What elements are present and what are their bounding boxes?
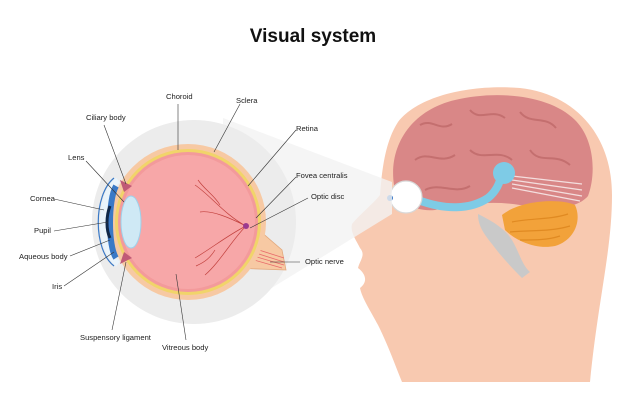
head-eyeball <box>389 180 423 214</box>
cerebellum <box>502 201 578 247</box>
label-optic-nerve: Optic nerve <box>305 257 344 266</box>
optic-disc <box>243 223 249 229</box>
label-choroid: Choroid <box>166 92 193 101</box>
label-fovea-centralis: Fovea centralis <box>296 171 348 180</box>
brain <box>393 95 593 211</box>
label-iris: Iris <box>52 282 62 291</box>
label-vitreous-body: Vitreous body <box>162 343 208 352</box>
label-lens: Lens <box>68 153 85 162</box>
leader-sclera <box>213 103 241 153</box>
label-sclera: Sclera <box>236 96 258 105</box>
blood-vessels <box>194 179 247 276</box>
label-suspensory-ligament: Suspensory ligament <box>80 333 152 342</box>
cornea <box>100 177 121 267</box>
leader-retina <box>247 129 297 187</box>
lens <box>120 195 142 249</box>
leader-ciliary-body <box>103 124 127 185</box>
diagram-title: Visual system <box>249 26 377 47</box>
leader-lines <box>53 103 309 341</box>
label-retina: Retina <box>296 124 319 133</box>
label-pupil: Pupil <box>34 226 51 235</box>
leader-pupil <box>53 221 109 232</box>
brain-sulci <box>414 109 571 191</box>
leader-cornea <box>53 198 105 211</box>
part-labels: Choroid Sclera Ciliary body Retina Lens … <box>19 92 348 352</box>
optic-radiation <box>511 175 583 202</box>
vitreous-body <box>121 155 255 289</box>
leader-optic-disc <box>249 197 309 229</box>
leader-vitreous-body <box>175 273 187 341</box>
label-optic-disc: Optic disc <box>311 192 345 201</box>
label-ciliary-body: Ciliary body <box>86 113 126 122</box>
label-aqueous-body: Aqueous body <box>19 252 68 261</box>
lateral-geniculate-nucleus <box>493 162 515 184</box>
head-illustration <box>351 87 612 383</box>
leader-lens <box>85 160 125 203</box>
eye-cross-section <box>92 120 296 324</box>
cerebellum-folds <box>509 213 571 241</box>
pupil <box>105 205 112 239</box>
leader-fovea-centralis <box>255 176 297 219</box>
brain-stem <box>478 214 530 278</box>
leader-iris <box>63 251 115 287</box>
leader-suspensory-ligament <box>111 261 127 331</box>
leader-aqueous-body <box>69 239 111 257</box>
label-cornea: Cornea <box>30 194 56 203</box>
optic-nerve-fibers <box>239 243 285 269</box>
